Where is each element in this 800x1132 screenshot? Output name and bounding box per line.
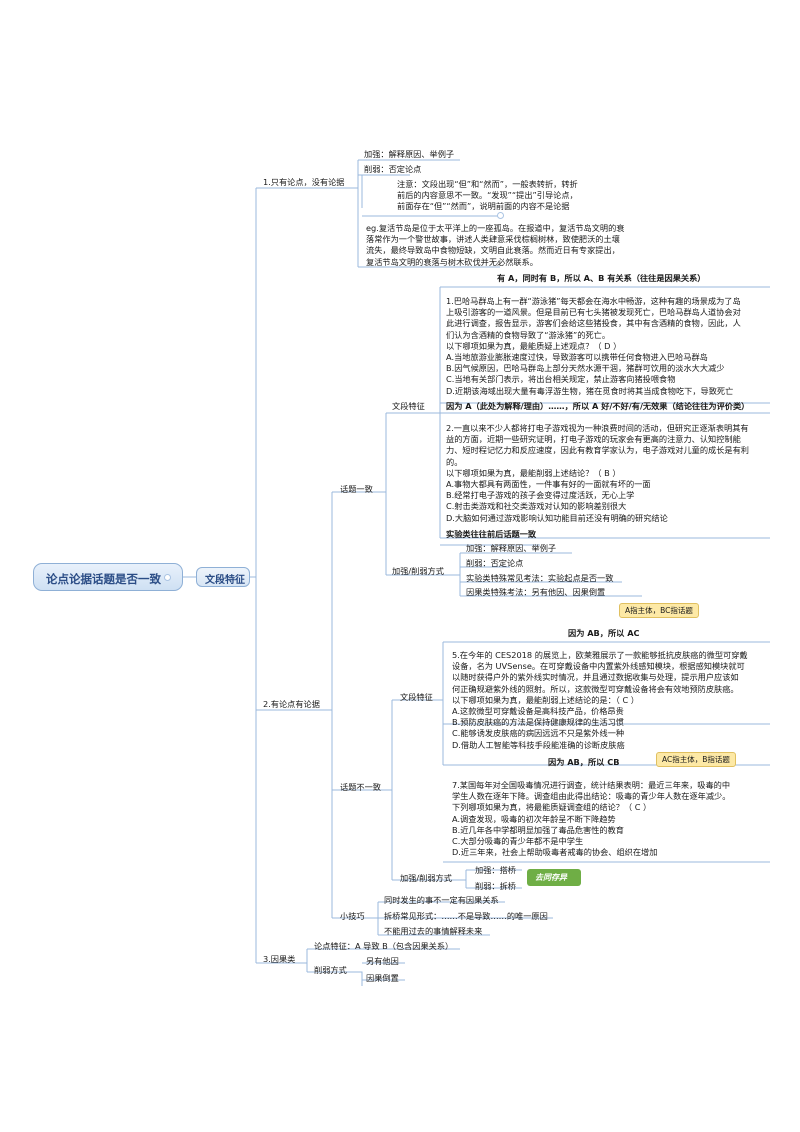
example-line: 流失，最终导致岛中食物短缺，文明自此衰落。然而近日有专家提出， xyxy=(366,245,620,256)
question-line: C.射击类游戏和社交类游戏对认知的影响差别很大 xyxy=(446,501,627,512)
tag-label: 去同存异 xyxy=(535,873,567,882)
topic-diff-header2[interactable]: 因为 AB，所以 CB xyxy=(548,757,620,767)
question-line: C.当地有关部门表示，将出台相关规定，禁止游客向猪投喂食物 xyxy=(446,374,676,385)
section1-title[interactable]: 1.只有论点，没有论据 xyxy=(263,177,345,187)
tip-1[interactable]: 同时发生的事不一定有因果关系 xyxy=(384,895,499,905)
collapse-icon[interactable] xyxy=(164,574,171,581)
sec1-note[interactable]: 注意：文段出现“但”和“然而”，一般表转折，转折 前后的内容意思不一致。“发现”… xyxy=(397,179,578,213)
topic-same-title[interactable]: 话题一致 xyxy=(340,484,373,494)
question-line: 设备，名为 UVSense。在可穿戴设备中内置紫外线感知模块，根据感知模块就可 xyxy=(452,661,745,672)
question-line: 学生人数在逐年下降。调查组由此得出结论：吸毒的青少年人数在逐年减少。 xyxy=(452,791,731,802)
method-weaken[interactable]: 削弱：否定论点 xyxy=(466,558,524,568)
question-line: 以下哪项如果为真，最能质疑上述观点？（ D ） xyxy=(446,340,622,351)
section2-title[interactable]: 2.有论点有论据 xyxy=(263,699,320,709)
question-line: 上吸引游客的一道风景。但是目前已有七头猪被发现死亡，巴哈马群岛人道协会对 xyxy=(446,307,741,318)
question-1[interactable]: 1.巴哈马群岛上有一群“游泳猪”每天都会在海水中畅游，这种有趣的场景成为了岛 上… xyxy=(446,296,741,397)
question-line: 此进行调查，报告显示，游客们会给这些猪投食，其中有含酒精的食物，因此，人 xyxy=(446,318,741,329)
question-line: B.近几年各中学都明显加强了毒品危害性的教育 xyxy=(452,824,624,835)
question-line: D.借助人工智能等科技手段能准确的诊断皮肤癌 xyxy=(452,739,625,750)
note-line: 前后的内容意思不一致。“发现”“提出”引导论点， xyxy=(397,190,578,201)
example-line: 复活节岛文明的衰落与树木砍伐并无必然联系。 xyxy=(366,256,538,267)
tag-badge: 去同存异 xyxy=(527,869,581,886)
question-line: 何正确规避紫外线的照射。所以，这款微型可穿戴设备将会有效地预防皮肤癌。 xyxy=(452,683,739,694)
collapse-icon[interactable] xyxy=(497,212,504,219)
question-line: 力、短时程记忆力和反应速度，因此有教育学家认为，电子游戏对儿童的成长是有利 xyxy=(446,445,749,456)
question-line: 益的方面，近期一些研究证明，打电子游戏的玩家会有更高的注意力、认知控制能 xyxy=(446,434,741,445)
sec3-feature[interactable]: 论点特征：A 导致 B（包含因果关系） xyxy=(314,941,454,951)
method-strengthen[interactable]: 加强：解释原因、举例子 xyxy=(466,543,557,553)
level1-node[interactable]: 文段特征 xyxy=(196,567,250,587)
question-line: B.经常打电子游戏的孩子会变得过度活跃，无心上学 xyxy=(446,490,635,501)
question-line: 1.巴哈马群岛上有一群“游泳猪”每天都会在海水中畅游，这种有趣的场景成为了岛 xyxy=(446,296,741,306)
topic-diff-title[interactable]: 话题不一致 xyxy=(340,782,381,792)
example-line: eg.复活节岛是位于太平洋上的一座孤岛。在报道中，复活节岛文明的衰 xyxy=(366,223,625,233)
tips-title[interactable]: 小技巧 xyxy=(340,911,365,921)
question-line: 们认为含酒精的食物导致了“游泳猪”的死亡。 xyxy=(446,329,611,340)
question-line: 5.在今年的 CES2018 的展览上，欧莱雅展示了一款能够抵抗皮肤癌的微型可穿… xyxy=(452,650,748,660)
sec3-weaken-1[interactable]: 另有他因 xyxy=(366,956,399,966)
sec1-example[interactable]: eg.复活节岛是位于太平洋上的一座孤岛。在报道中，复活节岛文明的衰 落常作为一个… xyxy=(366,223,624,268)
note-line: 注意：文段出现“但”和“然而”，一般表转折，转折 xyxy=(397,179,578,189)
example-line: 落常作为一个警世故事，讲述人类肆意采伐棕榈树林，致使肥沃的土壤 xyxy=(366,234,620,245)
topic-diff-feature[interactable]: 文段特征 xyxy=(400,692,433,702)
question-line: A.这款微型可穿戴设备是高科技产品，价格昂贵 xyxy=(452,706,624,717)
callout-note: AC指主体，B指话题 xyxy=(656,752,736,767)
method-unbridge[interactable]: 削弱：拆桥 xyxy=(475,881,516,891)
question-line: 的。 xyxy=(446,456,463,467)
method-causal[interactable]: 因果类特殊考法：另有他因、因果倒置 xyxy=(466,587,606,597)
note-line: 前面存在“但”“然而”，说明前面的内容不是论据 xyxy=(397,201,570,212)
question-line: 7.某国每年对全国吸毒情况进行调查，统计结果表明：最近三年来，吸毒的中 xyxy=(452,780,731,790)
sec3-weaken[interactable]: 削弱方式 xyxy=(314,965,347,975)
sec1-weaken[interactable]: 削弱：否定论点 xyxy=(364,164,422,174)
topic-same-header2[interactable]: 因为 A（此处为解释/理由）……，所以 A 好/不好/有/无效果（结论往往为评价… xyxy=(446,401,750,411)
question-line: B.因气候原因，巴哈马群岛上部分天然水源干涸，猪群可饮用的淡水大大减少 xyxy=(446,363,725,374)
topic-same-method[interactable]: 加强/削弱方式 xyxy=(392,566,444,576)
question-line: A.调查发现，吸毒的初次年龄呈不断下降趋势 xyxy=(452,813,616,824)
question-5[interactable]: 5.在今年的 CES2018 的展览上，欧莱雅展示了一款能够抵抗皮肤癌的微型可穿… xyxy=(452,650,748,751)
question-line: 以下哪项如果为真，最能削弱上述结论？（ B ） xyxy=(446,467,621,478)
question-2[interactable]: 2.一直以来不少人都将打电子游戏视为一种浪费时间的活动，但研究正逐渐表明其有 益… xyxy=(446,423,749,524)
root-node[interactable]: 论点论据话题是否一致 xyxy=(33,563,183,591)
topic-same-header1[interactable]: 有 A，同时有 B，所以 A、B 有关系（往往是因果关系） xyxy=(497,273,706,283)
topic-diff-method[interactable]: 加强/削弱方式 xyxy=(400,873,452,883)
question-line: 以下哪项如果为真，最能削弱上述结论的是：（ C ） xyxy=(452,694,639,705)
tip-3[interactable]: 不能用过去的事情解释未来 xyxy=(384,926,483,936)
question-line: C.大部分吸毒的青少年都不是中学生 xyxy=(452,836,584,847)
sec1-strengthen[interactable]: 加强：解释原因、举例子 xyxy=(364,149,455,159)
question-line: A.事物大都具有两面性，一件事有好的一面就有坏的一面 xyxy=(446,479,651,490)
question-line: C.能够诱发皮肤癌的病因远远不只是紫外线一种 xyxy=(452,728,625,739)
callout-note: A指主体，BC指话题 xyxy=(619,603,699,618)
question-line: A.当地旅游业膨胀速度过快，导致游客可以携带任何食物进入巴哈马群岛 xyxy=(446,352,708,363)
tip-2[interactable]: 拆桥常见形式：……不是导致……的唯一原因 xyxy=(384,911,548,921)
topic-same-feature[interactable]: 文段特征 xyxy=(392,401,425,411)
topic-same-header3[interactable]: 实验类往往前后话题一致 xyxy=(446,529,537,539)
question-7[interactable]: 7.某国每年对全国吸毒情况进行调查，统计结果表明：最近三年来，吸毒的中 学生人数… xyxy=(452,780,730,858)
root-label: 论点论据话题是否一致 xyxy=(46,572,161,586)
question-line: D.近期该海域出现大量有毒浮游生物，猪在觅食时将其当成食物吃下，导致死亡 xyxy=(446,385,734,396)
method-bridge[interactable]: 加强：搭桥 xyxy=(475,865,516,875)
method-experiment[interactable]: 实验类特殊常见考法：实验起点是否一致 xyxy=(466,573,614,583)
question-line: 以随时获得户外的紫外线实时情况，并且通过数据收集与处理，提示用户应该如 xyxy=(452,672,739,683)
section3-title[interactable]: 3.因果类 xyxy=(263,954,296,964)
topic-diff-header1[interactable]: 因为 AB，所以 AC xyxy=(568,628,640,638)
question-line: D.大脑如何通过游戏影响认知功能目前还没有明确的研究结论 xyxy=(446,512,668,523)
level1-label: 文段特征 xyxy=(205,575,245,586)
sec3-weaken-2[interactable]: 因果倒置 xyxy=(366,973,399,983)
question-line: 2.一直以来不少人都将打电子游戏视为一种浪费时间的活动，但研究正逐渐表明其有 xyxy=(446,423,749,433)
question-line: B.预防皮肤癌的方法是保持健康规律的生活习惯 xyxy=(452,717,624,728)
question-line: 下列哪项如果为真，将最能质疑调查组的结论？（ C ） xyxy=(452,802,652,813)
question-line: D.近三年来，社会上帮助吸毒者戒毒的协会、组织在增加 xyxy=(452,847,658,858)
